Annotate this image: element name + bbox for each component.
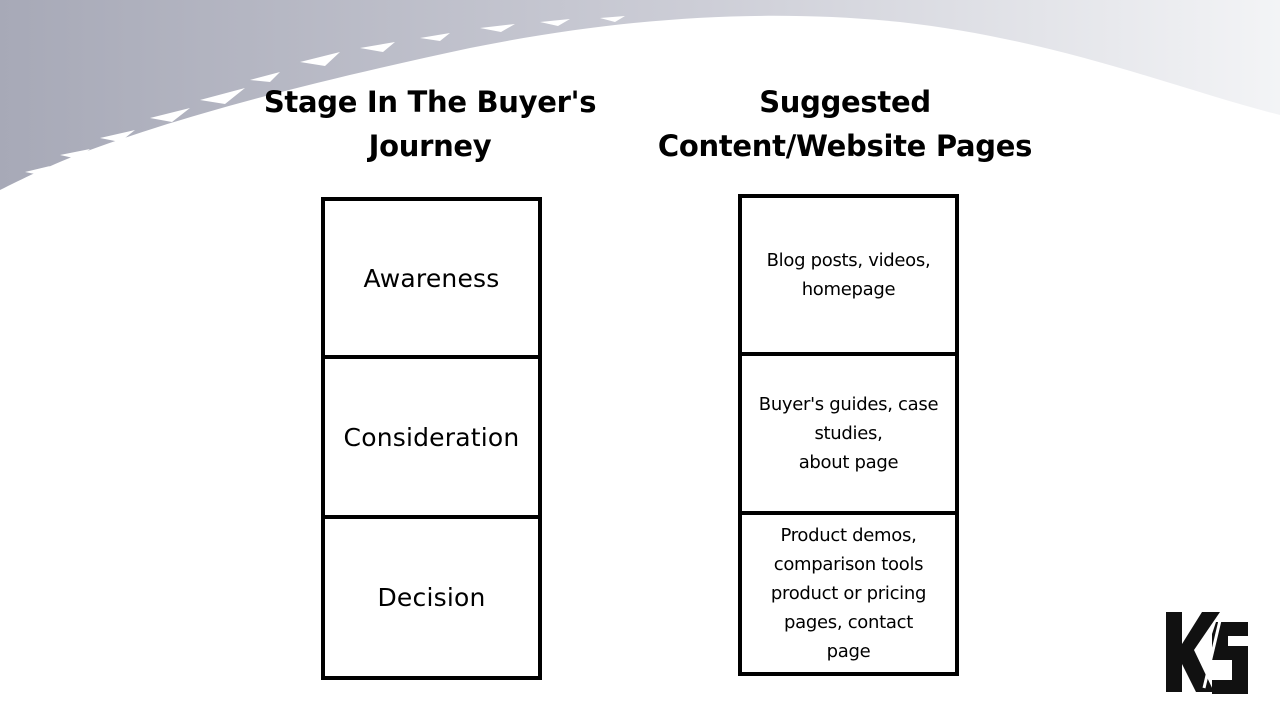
- content-label: Product demos, comparison tools product …: [770, 525, 927, 662]
- stage-cell-decision: Decision: [325, 515, 538, 676]
- stage-label: Awareness: [363, 263, 500, 293]
- stage-column-header: Stage In The Buyer's Journey: [263, 85, 597, 163]
- content-label: Buyer's guides, case studies, about page: [758, 394, 939, 473]
- content-cell-decision: Product demos, comparison tools product …: [742, 511, 955, 672]
- content-label: Blog posts, videos, homepage: [766, 250, 931, 300]
- stage-stack: Awareness Consideration Decision: [321, 197, 542, 680]
- stage-label: Consideration: [343, 422, 520, 452]
- content-column-header: Suggested Content/Website Pages: [657, 85, 1033, 163]
- content-cell-awareness: Blog posts, videos, homepage: [742, 198, 955, 352]
- ks-logo-icon: [1166, 611, 1248, 694]
- content-stack: Blog posts, videos, homepage Buyer's gui…: [738, 194, 959, 676]
- stage-label: Decision: [377, 583, 486, 612]
- stage-cell-consideration: Consideration: [325, 355, 538, 515]
- stage-cell-awareness: Awareness: [325, 201, 538, 355]
- content-cell-consideration: Buyer's guides, case studies, about page: [742, 352, 955, 511]
